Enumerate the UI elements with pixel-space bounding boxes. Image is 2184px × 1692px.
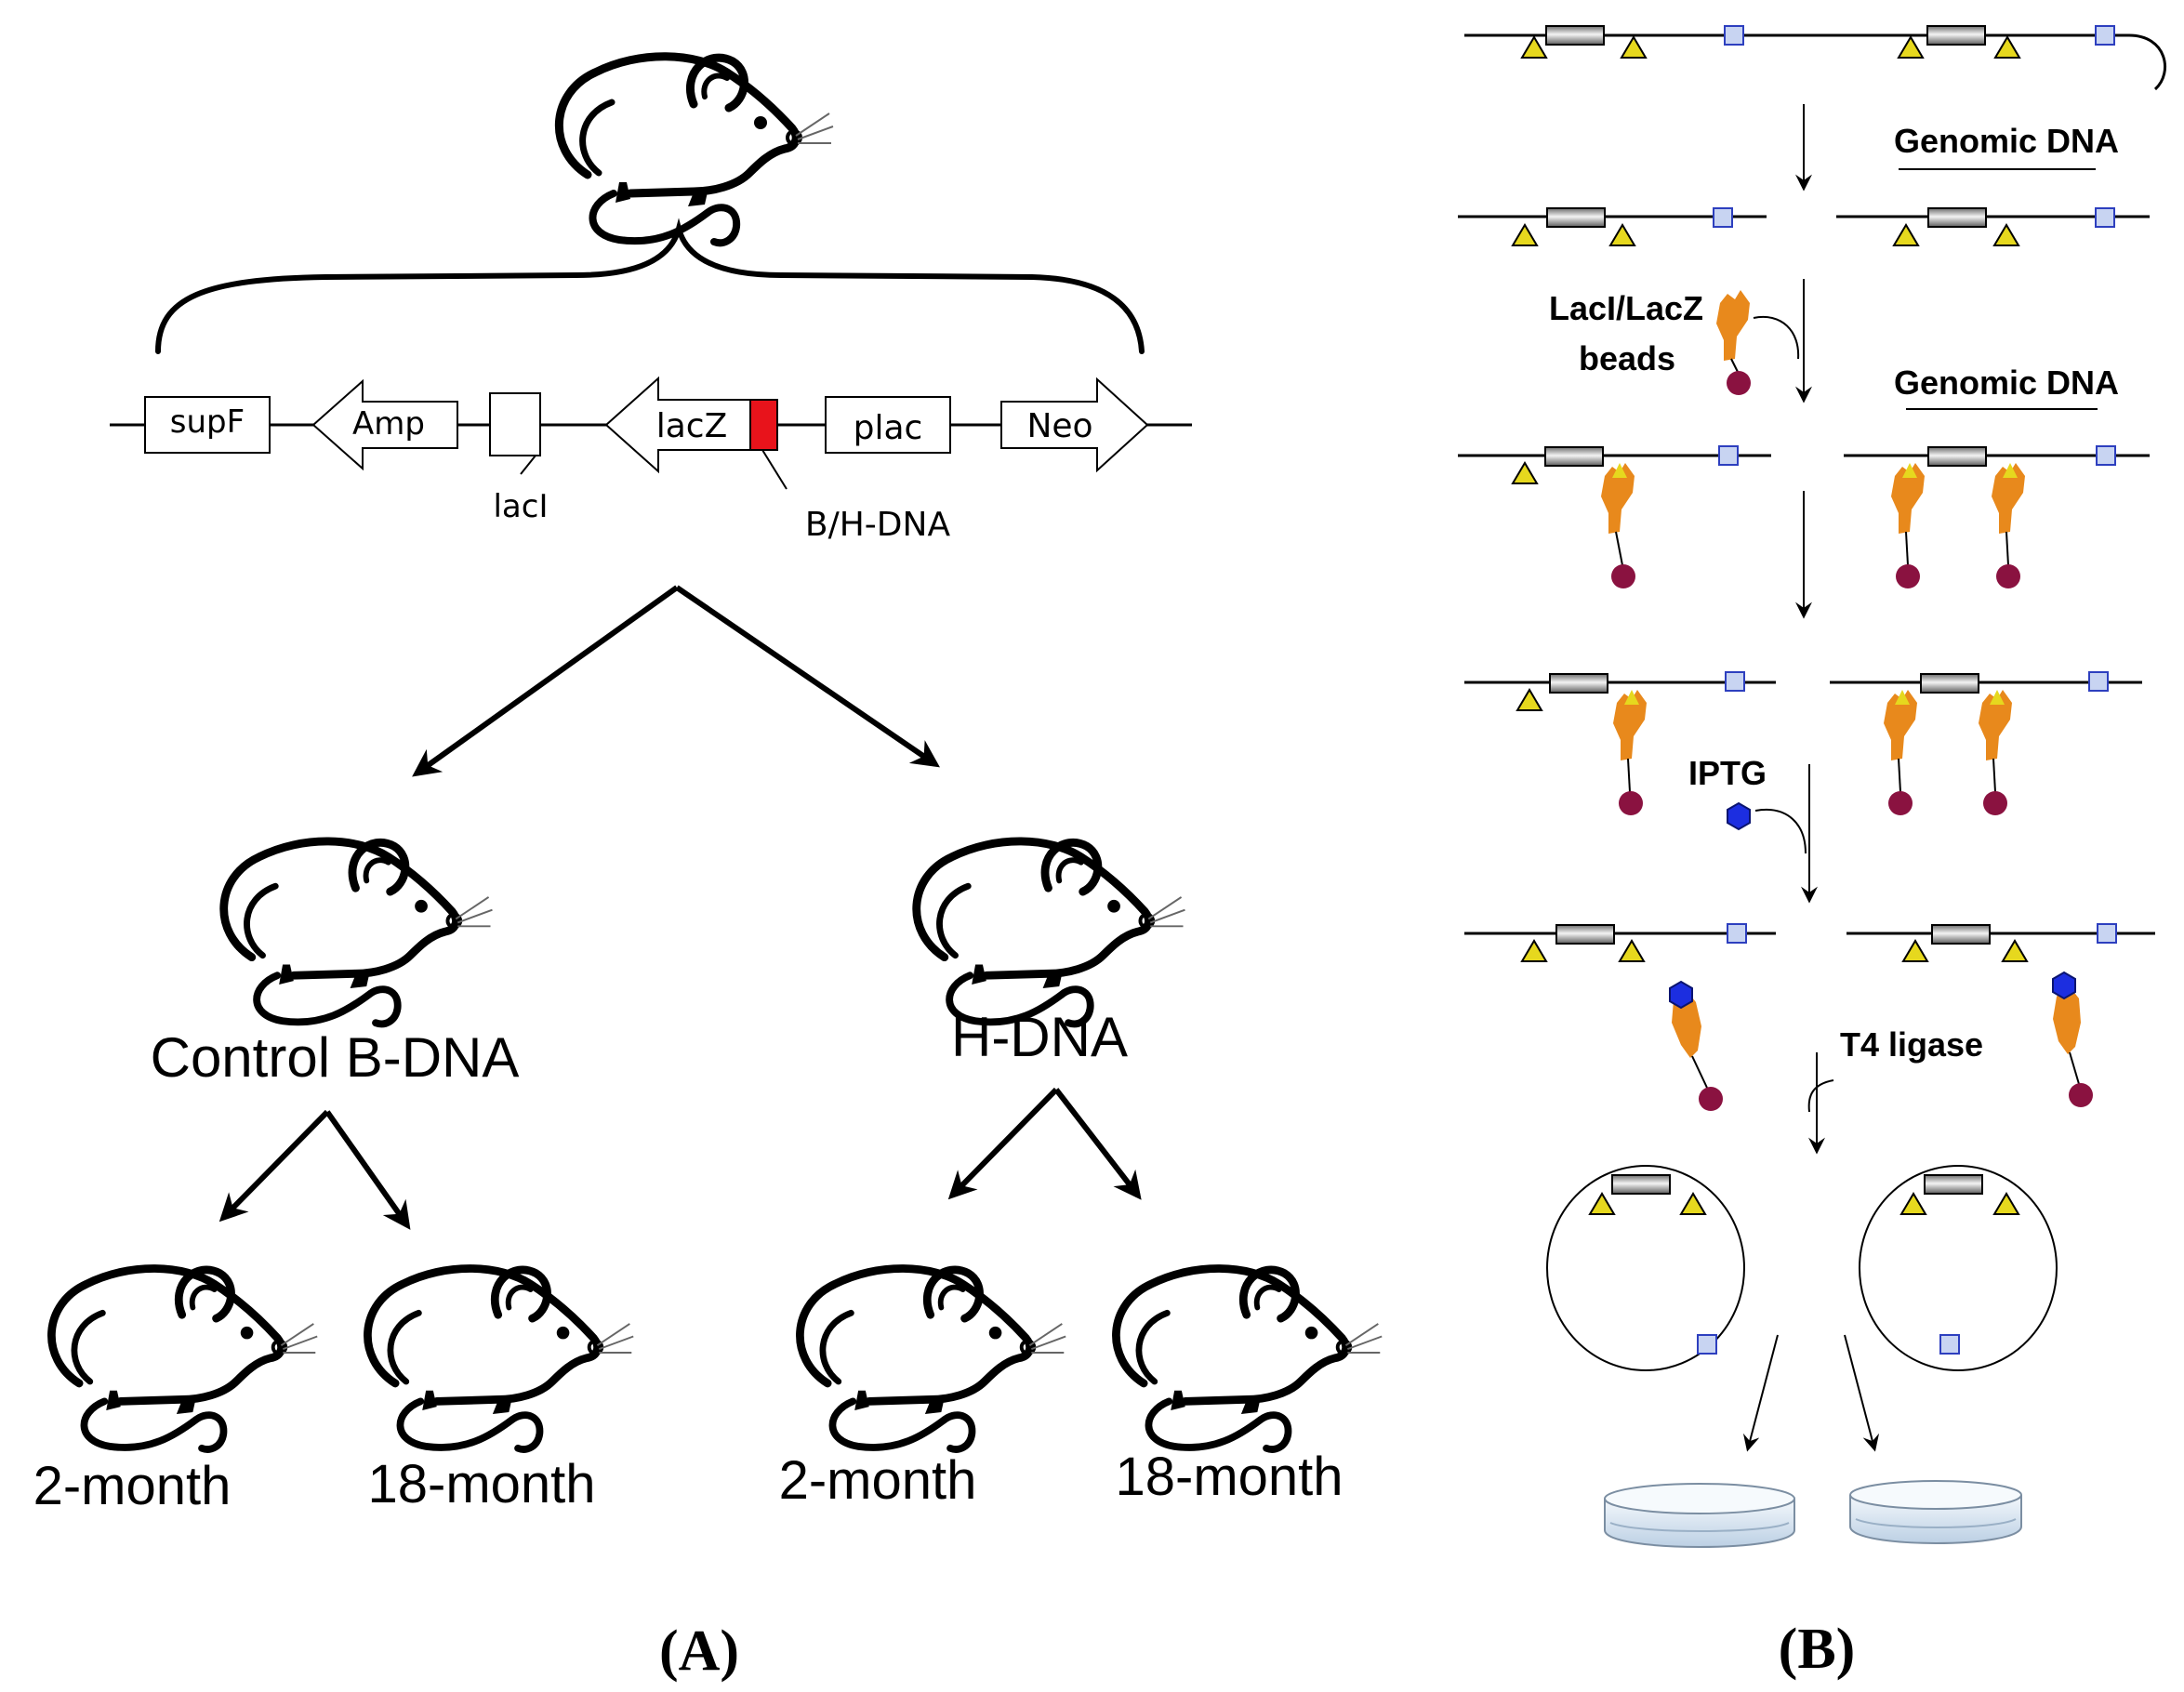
lacz-label: lacZ [656,407,728,445]
iptg-label: IPTG [1688,754,1767,792]
insert-label: B/H-DNA [805,506,951,544]
arrow-to-hdna [675,585,940,768]
hdna-18month-label: 18-month [1115,1447,1343,1507]
amp-label: Amp [352,405,425,443]
ligase-curved-arrow [1807,1079,1834,1113]
panel-b-label: (B) [1779,1618,1856,1681]
panel-b: Genomic DNA LacI/LacZ beads Genomic DNA [1458,25,2167,1681]
row5-dna [1464,923,2155,1111]
row3-dna [1458,445,2150,588]
row2-dna [1458,207,2150,246]
neo-label: Neo [1026,407,1092,445]
t4-ligase-label: T4 ligase [1840,1025,1983,1064]
control-18month-label: 18-month [367,1454,595,1514]
plac-label: plac [854,409,923,447]
insert-leader [761,449,788,490]
ligated-circle-left [1546,1165,1745,1371]
beads-label-line1: LacI/LacZ [1549,289,1703,327]
hdna-group-label: H-DNA [951,1006,1128,1068]
arrow-hdna-18month [1053,1088,1142,1200]
petri-dish-right-icon [1849,1480,2022,1544]
control-2month-label: 2-month [33,1456,232,1516]
arrow-hdna-2month [947,1087,1059,1200]
laci-leader [520,455,536,475]
bead-icon [1716,290,1751,395]
arrow-control-2month [218,1109,330,1223]
plac-box [825,396,951,454]
mouse-hdna-icon [917,841,1185,1024]
arrow-control-18month [324,1110,411,1230]
mouse-control-icon [224,841,493,1024]
laci-box [489,392,541,456]
panel-a-label: (A) [659,1619,739,1683]
mouse-hdna-2month-icon [800,1269,1066,1449]
row1-dna [1464,25,2167,91]
arrow-to-plate-right [1844,1334,1880,1452]
mouse-control-18month-icon [367,1269,633,1449]
petri-dish-left-icon [1604,1483,1795,1548]
supf-label: supF [170,403,245,441]
amp-arrow [311,378,458,471]
curly-brace [155,218,1145,354]
laci-label: lacI [493,488,548,525]
mouse-control-2month-icon [51,1269,317,1449]
panel-a: supF Amp lacI lacZ B/H-DNA plac Neo Cont… [33,57,1383,1683]
mouse-parent-icon [559,57,833,243]
arrow-to-control [412,585,679,777]
beads-curved-arrow [1753,315,1800,360]
genomic-dna-label-1: Genomic DNA [1894,122,2119,160]
control-group-label: Control B-DNA [151,1026,520,1089]
genomic-dna-label-2: Genomic DNA [1894,364,2119,402]
iptg-molecule-icon [1727,801,1751,831]
insert-box [749,399,778,451]
iptg-curved-arrow [1754,808,1807,854]
hdna-2month-label: 2-month [779,1450,977,1511]
mouse-hdna-18month-icon [1116,1269,1382,1449]
row4-dna [1464,671,2142,815]
arrow-to-plate-left [1742,1334,1779,1452]
neo-arrow [1000,377,1149,473]
ligated-circle-right [1859,1165,2058,1371]
supf-box [144,396,271,454]
beads-label-line2: beads [1579,339,1675,377]
